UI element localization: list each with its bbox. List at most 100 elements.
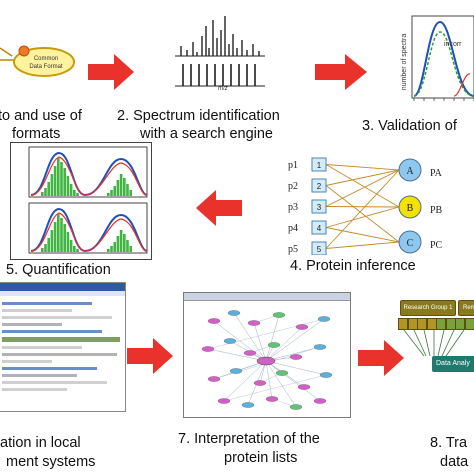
step6-label-line1: ation in local (0, 435, 81, 451)
peptide-number: 5 (317, 245, 322, 254)
protein-probability: PB (430, 205, 443, 216)
step8-label-line2: data (440, 454, 469, 470)
network-node (243, 350, 257, 356)
plot-legend: incorr (444, 41, 462, 48)
step5-label: 5. Quantification (6, 262, 111, 278)
network-node (272, 312, 286, 318)
lims-row (2, 360, 52, 363)
peptide-number: 3 (317, 203, 322, 212)
peptide-box (311, 157, 327, 172)
quantification-plot (10, 142, 152, 260)
network-node (207, 376, 221, 382)
common-data-format-node: Common Data Format (0, 45, 75, 77)
network-node (217, 398, 231, 404)
lims-row (2, 323, 62, 326)
peptide-label: p1 (288, 160, 298, 171)
lims-row (2, 309, 72, 312)
data-analysis-box: Data Analy (432, 356, 474, 372)
bell-curve-red (453, 73, 471, 97)
protein-probability: PC (430, 240, 443, 251)
protein-node (398, 230, 422, 254)
step6-label-line2: ment systems (6, 454, 96, 470)
peptide-number: 2 (317, 182, 322, 191)
remote-group-box: Rem (458, 300, 474, 316)
arrow-step6-to-step7 (127, 338, 173, 374)
inference-edges (325, 164, 400, 249)
step7-label-line2: protein lists (224, 450, 298, 466)
lims-screenshot (0, 282, 126, 412)
protein-label: A (406, 166, 414, 177)
network-node (317, 316, 331, 322)
peptide-box (311, 220, 327, 235)
protein-inference-graph: p1 1 p2 2 p3 3 p4 4 p5 5 A PA B PB C PC (288, 157, 443, 255)
protein-node (398, 158, 422, 182)
step8-label-line1: 8. Tra (430, 435, 468, 451)
step2-label-line2: with a search engine (140, 126, 273, 142)
spectrum-graphic (175, 16, 265, 87)
inference-nodes: p1 1 p2 2 p3 3 p4 4 p5 5 A PA B PB C PC (288, 157, 443, 255)
node-text-line2: Data Format (29, 64, 63, 70)
step1-label-line1: to and use of (0, 108, 82, 124)
network-screenshot (183, 292, 351, 418)
bell-curve-blue (413, 20, 474, 97)
protein-probability: PA (430, 168, 443, 179)
peptide-box (311, 199, 327, 214)
lims-row (2, 374, 77, 377)
network-node (267, 342, 281, 348)
peptide-box (311, 241, 327, 255)
network-node (319, 372, 333, 378)
step1-label-line2: formats (12, 126, 61, 142)
lims-table-header (2, 337, 120, 342)
quant-plot-top (28, 146, 148, 198)
network-node (313, 398, 327, 404)
lims-row (2, 302, 92, 305)
lims-row (2, 367, 97, 370)
plot-frame (411, 15, 474, 99)
data-transfer-graphic: Research Group 1 Rem Data Analy (394, 294, 474, 404)
peptide-label: p5 (288, 244, 298, 255)
peptide-number: 1 (317, 161, 322, 170)
plot-ticks (413, 98, 474, 101)
lims-row (2, 353, 117, 356)
protein-label: C (407, 238, 414, 249)
network-node (253, 380, 267, 386)
protein-label: B (407, 203, 414, 214)
step2-label-line1: 2. Spectrum identification (117, 108, 280, 124)
network-hub-node (256, 356, 276, 366)
network-node (229, 368, 243, 374)
network-node (241, 402, 255, 408)
research-group-box: Research Group 1 (400, 300, 456, 316)
lims-row (2, 381, 107, 384)
network-node (289, 404, 303, 410)
step4-label: 4. Protein inference (290, 258, 416, 274)
network-node (223, 338, 237, 344)
network-node (247, 320, 261, 326)
peptide-label: p2 (288, 181, 298, 192)
network-node (289, 354, 303, 360)
quant-plot-bottom (28, 202, 148, 254)
network-node (295, 324, 309, 330)
validation-plot: number of spectra incorr (400, 2, 474, 112)
peptide-number: 4 (317, 224, 322, 233)
peptide-label: p4 (288, 223, 298, 234)
network-node (265, 396, 279, 402)
arrow-step7-to-step8 (358, 340, 404, 376)
lims-row (2, 330, 102, 333)
spectrum-axis-label: m/z (218, 86, 228, 92)
network-node (207, 318, 221, 324)
arrow-step1-to-step2 (88, 54, 134, 90)
bell-curve-green (413, 31, 474, 97)
plot-ylabel: number of spectra (401, 34, 408, 91)
network-node (297, 384, 311, 390)
network-node (227, 310, 241, 316)
peptide-label: p3 (288, 202, 298, 213)
arrow-step2-to-step3 (315, 54, 367, 90)
lims-row (2, 388, 67, 391)
network-node (275, 370, 289, 376)
protein-node (398, 195, 422, 219)
step3-label-line1: 3. Validation of (362, 118, 457, 134)
lims-row (2, 316, 112, 319)
node-text-line1: Common (34, 56, 58, 62)
network-node (313, 344, 327, 350)
peptide-box (311, 178, 327, 193)
